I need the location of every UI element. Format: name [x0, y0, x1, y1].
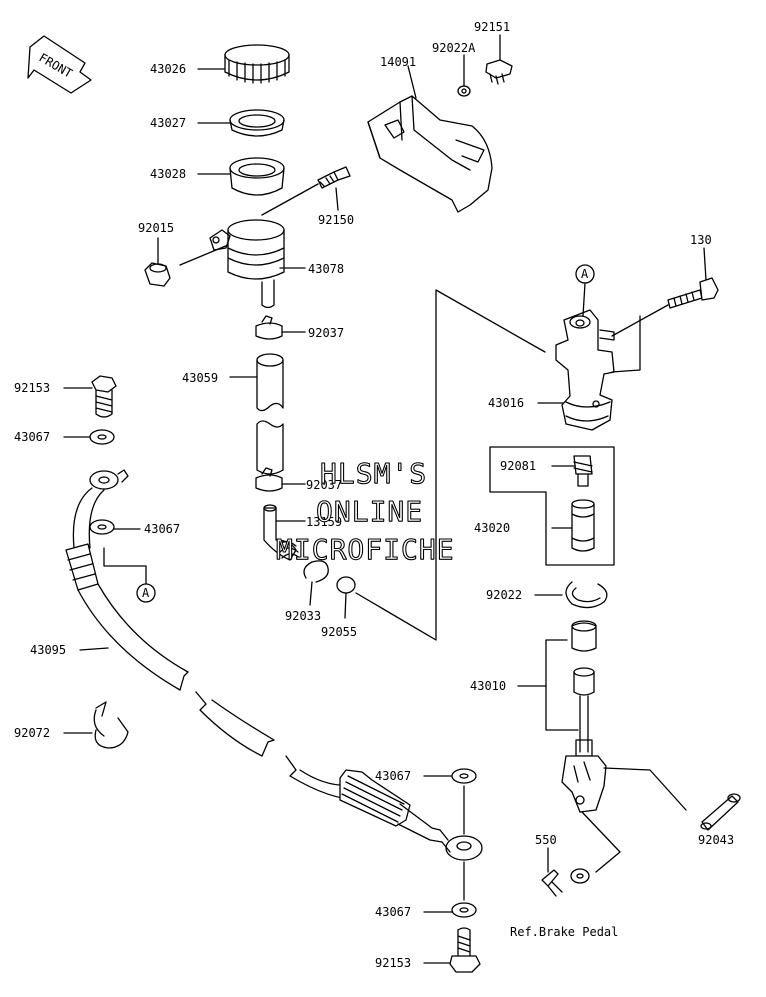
part-label-92153: 92153 [14, 381, 50, 395]
part-label-43067-b: 43067 [144, 522, 180, 536]
ref-leader [581, 811, 621, 873]
part-label-92037-lower: 92037 [306, 478, 342, 492]
part-label-92022A: 92022A [432, 41, 476, 55]
fitting-13159 [263, 504, 301, 561]
part-label-92072: 92072 [14, 726, 50, 740]
watermark-line2: ONLINE [316, 495, 423, 528]
pin-92043 [700, 793, 741, 831]
part-label-43027: 43027 [150, 116, 186, 130]
watermark: HLSM'S ONLINE MICROFICHE [275, 456, 455, 566]
routing-line [355, 289, 546, 641]
pin-leader [603, 767, 687, 811]
spring-92081 [573, 455, 593, 487]
nut-92015 [144, 262, 171, 287]
part-label-92033: 92033 [285, 609, 321, 623]
banjo-fitting-bottom [439, 785, 483, 901]
reservoir-cap-43026 [224, 44, 290, 84]
part-label-43028: 43028 [150, 167, 186, 181]
ref-brake-pedal-label: Ref.Brake Pedal [510, 925, 618, 939]
gasket-43067-a [89, 429, 115, 445]
part-label-92153-b: 92153 [375, 956, 411, 970]
leader-box-43016 [611, 315, 641, 373]
part-label-130: 130 [690, 233, 712, 247]
master-cylinder-43016 [555, 304, 669, 431]
part-label-550: 550 [535, 833, 557, 847]
front-arrow-icon: FRONT [27, 35, 92, 94]
part-label-43078: 43078 [308, 262, 344, 276]
cotter-pin-550 [541, 869, 563, 897]
part-label-92015: 92015 [138, 221, 174, 235]
plate-43027 [229, 109, 285, 137]
part-label-43020: 43020 [474, 521, 510, 535]
piston-box-43020 [489, 446, 615, 566]
part-label-92043: 92043 [698, 833, 734, 847]
watermark-line3: MICROFICHE [276, 533, 455, 566]
leader-lines [63, 34, 707, 964]
part-label-43026: 43026 [150, 62, 186, 76]
cover-14091 [367, 95, 493, 213]
clamp-92037 [255, 315, 283, 340]
washer-550 [570, 868, 590, 884]
callout-a-label: A [581, 267, 589, 281]
part-label-92150: 92150 [318, 213, 354, 227]
part-label-14091: 14091 [380, 55, 416, 69]
watermark-line1: HLSM'S [320, 457, 427, 490]
band-92072 [93, 701, 129, 749]
bolt-92151 [485, 59, 513, 85]
gasket-43067-b [89, 519, 115, 535]
banjo-bolt-92153 [91, 375, 117, 418]
part-label-43016: 43016 [488, 396, 524, 410]
part-label-43067-a: 43067 [14, 430, 50, 444]
part-label-43010: 43010 [470, 679, 506, 693]
reservoir-43078 [179, 219, 285, 309]
push-rod-43010 [573, 667, 595, 757]
piston-43020 [571, 499, 595, 552]
boot-43010 [571, 620, 597, 652]
oring-92055 [336, 576, 356, 594]
push-rod-box-43010 [545, 639, 579, 731]
gasket-43067-d [451, 902, 477, 918]
part-label-43095: 43095 [30, 643, 66, 657]
banjo-fitting-top [72, 469, 129, 549]
bolt-130 [667, 277, 719, 309]
part-label-43067-c: 43067 [375, 769, 411, 783]
part-label-43067-d: 43067 [375, 905, 411, 919]
part-label-13159: 13159 [306, 515, 342, 529]
part-label-92022: 92022 [486, 588, 522, 602]
part-label-92055: 92055 [321, 625, 357, 639]
clevis-43010 [561, 755, 607, 813]
part-labels: 43026 43027 43028 92150 92015 43078 9203… [14, 20, 734, 970]
callout-a-hose: A [103, 547, 156, 603]
brake-hose-43095 [65, 543, 443, 843]
part-label-92151: 92151 [474, 20, 510, 34]
callout-a-hose-label: A [142, 586, 150, 600]
part-label-92037: 92037 [308, 326, 344, 340]
gasket-43067-c [451, 768, 477, 784]
callout-a-master: A [575, 264, 595, 317]
part-label-43059: 43059 [182, 371, 218, 385]
diaphragm-43028 [229, 157, 285, 196]
circlip-92033 [303, 560, 329, 583]
circlip-92022 [565, 581, 608, 609]
banjo-bolt-92153-b [449, 927, 481, 973]
part-label-92081: 92081 [500, 459, 536, 473]
hose-43059 [256, 353, 284, 475]
washer-92022A [457, 85, 471, 97]
bolt-92150 [261, 166, 351, 216]
clamp-92037-lower [255, 467, 283, 492]
